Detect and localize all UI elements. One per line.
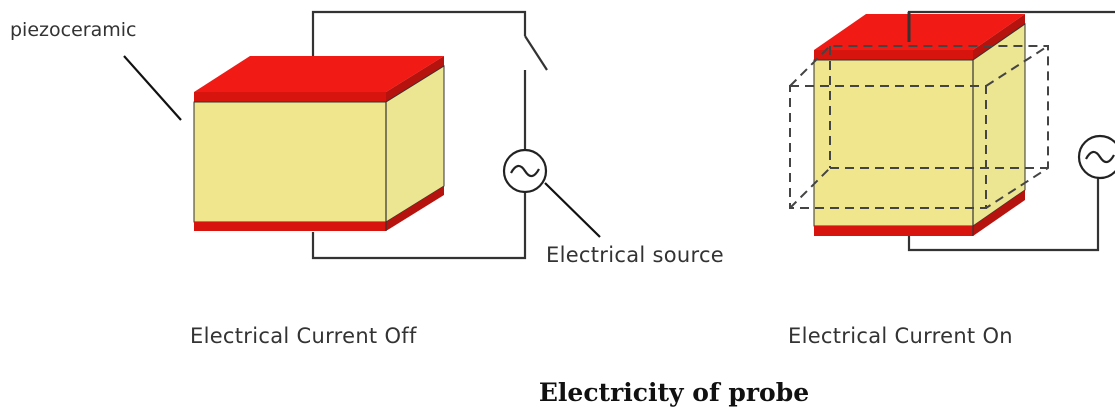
piezoceramic-label: piezoceramic bbox=[10, 19, 136, 41]
ac-source-icon bbox=[502, 148, 548, 194]
circuit-wire-on-return bbox=[907, 178, 1100, 252]
electrical-source-label: Electrical source bbox=[546, 243, 724, 267]
panel-current-off bbox=[123, 10, 601, 260]
top-electrode-side bbox=[386, 56, 444, 102]
ceramic-front-face bbox=[193, 101, 387, 223]
original-shape-outline bbox=[789, 45, 1049, 209]
piezoceramic-block-off bbox=[193, 56, 445, 231]
ceramic-front-face-on bbox=[813, 59, 974, 227]
top-electrode-top-face bbox=[194, 56, 444, 92]
piezoceramic-block-on bbox=[813, 14, 1026, 236]
bottom-electrode-front bbox=[194, 222, 386, 231]
figure-caption: Electricity of probe bbox=[539, 378, 809, 407]
current-on-label: Electrical Current On bbox=[788, 324, 1013, 348]
current-off-label: Electrical Current Off bbox=[190, 324, 417, 348]
piezoceramic-leader bbox=[123, 55, 182, 121]
panel-current-on bbox=[789, 10, 1115, 252]
bottom-electrode-side bbox=[386, 186, 444, 231]
circuit-wire-off-return bbox=[311, 192, 527, 260]
source-leader bbox=[544, 182, 601, 238]
circuit-wire-off bbox=[311, 10, 527, 95]
ac-source-icon bbox=[1077, 134, 1115, 180]
open-switch bbox=[524, 35, 548, 71]
top-electrode-front bbox=[194, 92, 386, 102]
top-electrode-top-face-on bbox=[814, 14, 1025, 50]
